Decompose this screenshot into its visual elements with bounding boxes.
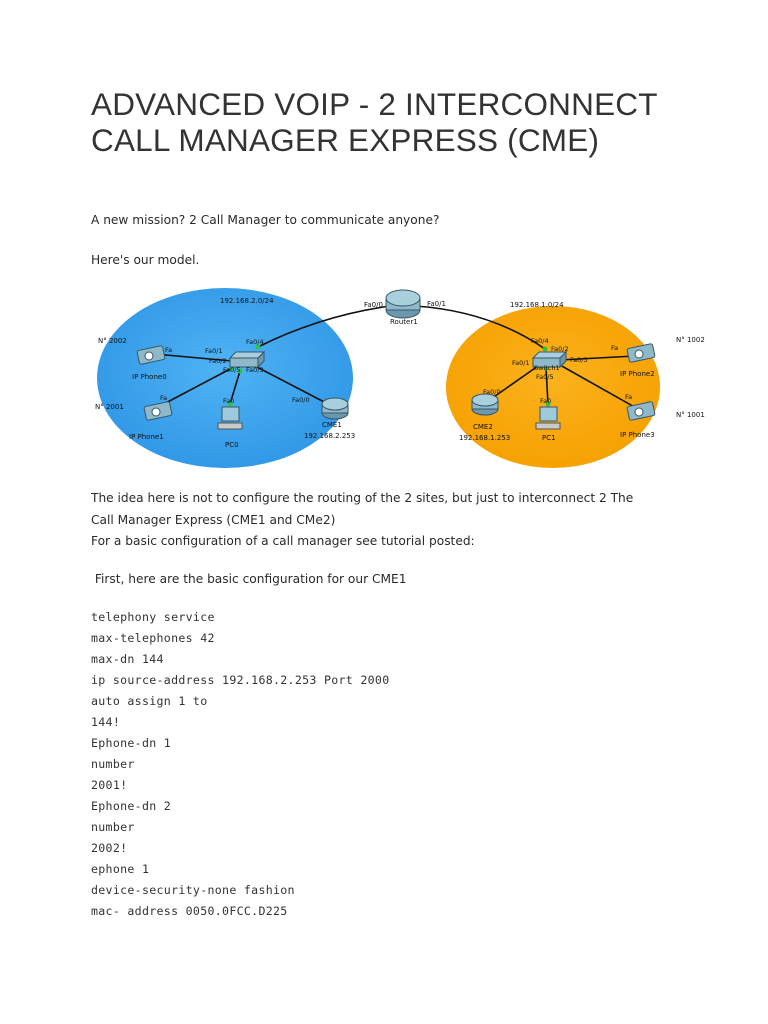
title-line-1: ADVANCED VOIP - 2 INTERCONNECT	[91, 86, 658, 122]
code-line: max-telephones 42	[91, 631, 215, 645]
sw0-fa02: Fa0/2	[209, 357, 227, 365]
phone3-port: Fa	[625, 393, 632, 401]
page-title: ADVANCED VOIP - 2 INTERCONNECT CALL MANA…	[91, 86, 731, 158]
right-network-label: 192.168.1.0/24	[510, 301, 564, 309]
switch0-icon	[228, 350, 266, 369]
code-line: ip source-address 192.168.2.253 Port 200…	[91, 673, 390, 687]
sw1-fa02: Fa0/2	[551, 345, 569, 353]
idea-paragraph-line-1: The idea here is not to configure the ro…	[91, 491, 634, 505]
idea-paragraph-line-2: Call Manager Express (CME1 and CMe2)	[91, 513, 336, 527]
phone2-port: Fa	[611, 344, 618, 352]
pc0-label: PC0	[225, 441, 239, 449]
code-line: number	[91, 820, 135, 834]
phone3-label: IP Phone3	[620, 431, 655, 439]
phone0-port: Fa	[165, 346, 172, 354]
config-intro-paragraph: First, here are the basic configuration …	[91, 572, 407, 586]
left-network-label: 192.168.2.0/24	[220, 297, 274, 305]
cme2-ip-label: 192.168.1.253	[459, 434, 510, 442]
cme2-port: Fa0/0	[483, 388, 501, 396]
num-1001-label: N° 1001	[676, 411, 705, 419]
phone1-label: IP Phone1	[129, 433, 164, 441]
right-site-zone	[446, 306, 660, 468]
router-label: Router1	[390, 318, 418, 326]
code-line: ephone 1	[91, 862, 150, 876]
model-paragraph: Here's our model.	[91, 253, 200, 267]
code-line: Ephone-dn 2	[91, 799, 172, 813]
sw1-fa03: Fa0/3	[570, 356, 588, 364]
router-if-right: Fa0/1	[427, 300, 446, 308]
pc1-icon	[535, 406, 561, 430]
code-line: device-security-none fashion	[91, 883, 295, 897]
sw1-fa04: Fa0/4	[531, 337, 549, 345]
num-2001-label: N° 2001	[95, 403, 124, 411]
pc0-port: Fa0	[223, 397, 234, 405]
config-code-block: telephony service max-telephones 42 max-…	[91, 607, 389, 922]
cme1-router-icon	[321, 397, 349, 420]
code-line: 2002!	[91, 841, 128, 855]
phone0-label: IP Phone0	[132, 373, 167, 381]
ip-phone1-icon	[143, 401, 173, 421]
title-line-2: CALL MANAGER EXPRESS (CME)	[91, 122, 600, 158]
code-line: Ephone-dn 1	[91, 736, 172, 750]
sw0-fa01: Fa0/1	[205, 347, 223, 355]
pc0-icon	[217, 406, 243, 430]
idea-paragraph-line-3: For a basic configuration of a call mana…	[91, 534, 475, 548]
ip-phone0-icon	[136, 345, 166, 365]
pc1-label: PC1	[542, 434, 556, 442]
switch1-label: Switch1	[534, 364, 560, 372]
cme1-label: CME1	[322, 421, 342, 429]
phone1-port: Fa	[160, 394, 167, 402]
code-line: auto assign 1 to	[91, 694, 208, 708]
pc1-port: Fa0	[540, 397, 551, 405]
num-2002-label: N° 2002	[98, 337, 127, 345]
switch1-icon	[531, 350, 568, 369]
sw1-fa01: Fa0/1	[512, 359, 530, 367]
ip-phone2-icon	[626, 343, 656, 363]
cme1-port: Fa0/0	[292, 396, 310, 404]
ip-phone3-icon	[626, 401, 656, 421]
code-line: telephony service	[91, 610, 215, 624]
network-diagram: Router1 Fa0/0 Fa0/1 192.168.2.0/24 Fa0/4…	[95, 288, 705, 468]
router-if-left: Fa0/0	[364, 301, 383, 309]
cme1-ip-label: 192.168.2.253	[304, 432, 355, 440]
code-line: 2001!	[91, 778, 128, 792]
code-line: number	[91, 757, 135, 771]
sw0-fa03: Fa0/3	[246, 366, 264, 374]
router-icon	[385, 289, 421, 319]
num-1002-label: N° 1002	[676, 336, 705, 344]
phone2-label: IP Phone2	[620, 370, 655, 378]
sw1-fa05: Fa0/5	[536, 373, 554, 381]
cme2-label: CME2	[473, 423, 493, 431]
sw0-fa05: Fa0/5	[223, 366, 241, 374]
code-line: mac- address 0050.0FCC.D225	[91, 904, 288, 918]
code-line: 144!	[91, 715, 121, 729]
sw0-fa04: Fa0/4	[246, 338, 264, 346]
code-line: max-dn 144	[91, 652, 164, 666]
cme2-router-icon	[471, 393, 499, 416]
intro-paragraph: A new mission? 2 Call Manager to communi…	[91, 213, 440, 227]
